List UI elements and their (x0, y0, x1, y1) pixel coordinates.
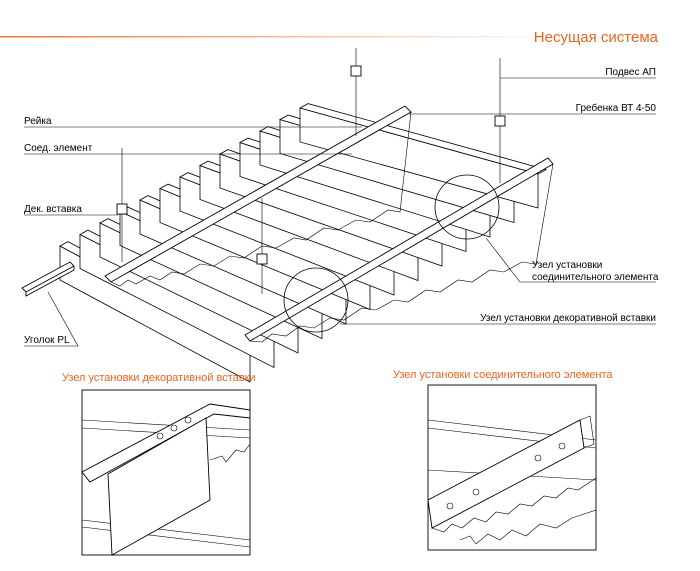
detail-view-connector (427, 384, 597, 551)
carrier-rails (104, 105, 554, 343)
hanger-clip (116, 203, 128, 215)
slat-panel-top (298, 103, 548, 175)
hanger-clip (256, 253, 268, 265)
hangers (116, 48, 506, 294)
insert-panel (107, 417, 211, 555)
label-dek: Дек. вставка (24, 204, 82, 215)
detail-title-left: Узел установки декоративной вставки (62, 372, 256, 384)
carrier-rail-front-teeth (249, 163, 554, 343)
label-ugolok: Уголок PL (24, 335, 70, 346)
label-uzel-dek: Узел установки декоративной вставки (480, 313, 656, 324)
leader-lines (24, 77, 656, 347)
rail-profile (82, 403, 250, 483)
label-uzel-soed-line2: соединительного элемента (532, 272, 659, 283)
detail-circle-insert (283, 267, 349, 333)
leader-uzel-soed (485, 237, 656, 283)
detail-title-right: Узел установки соединительного элемента (393, 369, 613, 381)
hanger-clip (350, 65, 362, 77)
wall-angle-profile (21, 261, 75, 297)
label-reika: Рейка (24, 116, 52, 127)
header-rule (0, 36, 560, 38)
label-grebenka: Гребенка ВТ 4-50 (576, 102, 657, 114)
ceiling-assembly (21, 48, 554, 383)
label-podves: Подвес АП (605, 67, 656, 78)
slat-panels (59, 103, 548, 383)
hanger-clip (494, 115, 506, 127)
detail-view-insert (81, 389, 251, 556)
detail-circle-connector (434, 174, 500, 240)
leader-ugolok (24, 291, 79, 347)
label-uzel-soed-line1: Узел установки (532, 260, 602, 271)
carrier-rail-back-teeth (110, 111, 412, 287)
label-soed: Соед. элемент (24, 143, 93, 154)
page-title: Несущая система (534, 29, 659, 46)
